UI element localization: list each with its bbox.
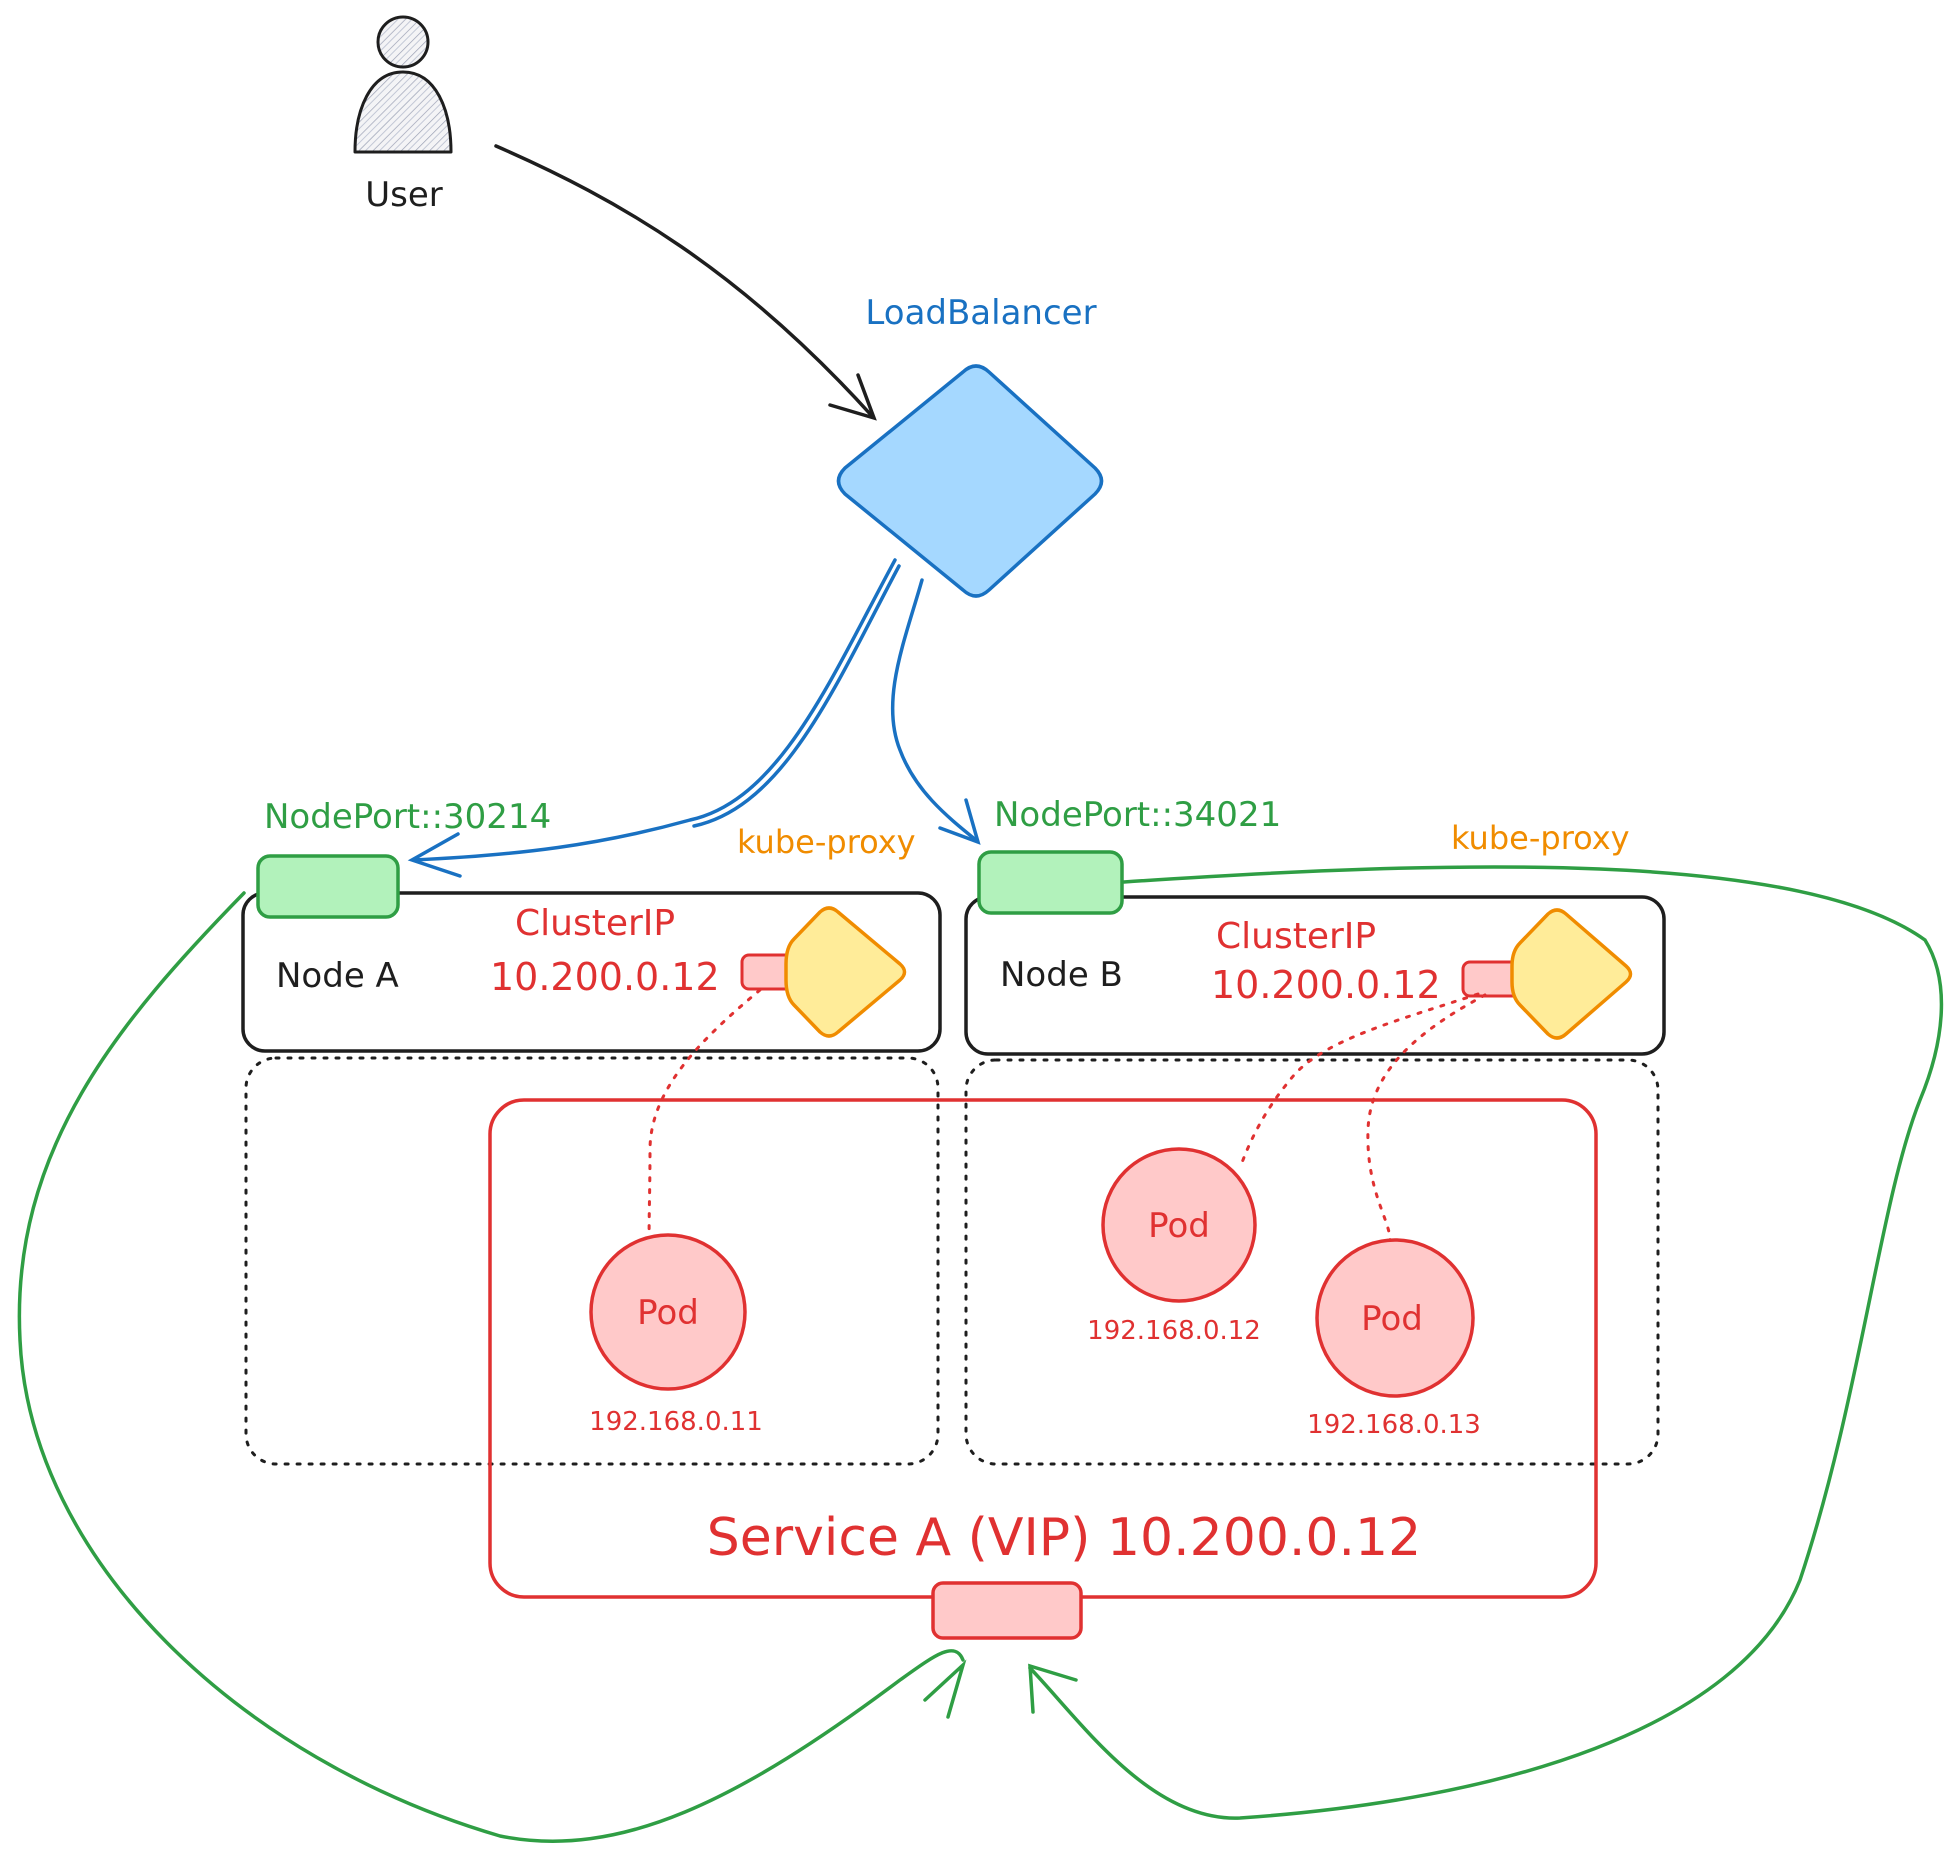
node-a-label: Node A — [276, 956, 399, 996]
user-to-loadbalancer-arrow — [494, 144, 877, 421]
loadbalancer-label: LoadBalancer — [865, 293, 1096, 333]
nodeport-b-to-service-arrow — [1028, 865, 1944, 1820]
service-a-port — [931, 1581, 1083, 1640]
loadbalancer-to-nodeport-a-arrow — [407, 558, 901, 878]
pod-3-label: Pod — [1361, 1299, 1423, 1339]
node-b-box — [964, 895, 1666, 1056]
node-a-nodeport-label: NodePort::30214 — [264, 797, 551, 837]
node-a-kube-proxy-label: kube-proxy — [737, 823, 916, 861]
node-b-kube-proxy-diamond — [1510, 908, 1633, 1040]
node-b-pod-area — [964, 1058, 1660, 1466]
pod-3: Pod 192.168.0.13 — [1307, 1238, 1481, 1440]
pod-1: Pod 192.168.0.11 — [589, 1233, 763, 1437]
node-b-clusterip-value: 10.200.0.12 — [1211, 963, 1441, 1007]
pod-1-ip: 192.168.0.11 — [589, 1407, 763, 1437]
nodeport-a-to-service-arrow — [17, 891, 967, 1843]
node-a-clusterip-value: 10.200.0.12 — [490, 955, 720, 999]
user-icon — [353, 15, 453, 154]
node-a-box — [241, 891, 942, 1053]
node-b-nodeport-label: NodePort::34021 — [994, 795, 1281, 835]
clusterip-to-pod-links — [647, 988, 1487, 1249]
pod-2: Pod 192.168.0.12 — [1087, 1147, 1261, 1346]
node-b-clusterip-label: ClusterIP — [1216, 916, 1376, 957]
user-label: User — [365, 175, 443, 215]
node-b-kube-proxy-label: kube-proxy — [1451, 819, 1630, 857]
node-a-clusterip-label: ClusterIP — [515, 903, 675, 944]
node-a-nodeport — [256, 854, 400, 919]
pod-1-label: Pod — [637, 1293, 699, 1333]
pod-2-label: Pod — [1148, 1206, 1210, 1246]
node-b-label: Node B — [1000, 955, 1123, 995]
node-a-pod-area — [244, 1056, 940, 1466]
node-b-nodeport — [977, 850, 1124, 915]
service-a-label: Service A (VIP) 10.200.0.12 — [707, 1508, 1421, 1568]
loadbalancer-diamond — [836, 364, 1104, 598]
loadbalancer-to-nodeport-b-arrow — [890, 578, 981, 845]
node-a-kube-proxy-diamond — [784, 906, 907, 1038]
pod-3-ip: 192.168.0.13 — [1307, 1410, 1481, 1440]
pod-2-ip: 192.168.0.12 — [1087, 1316, 1261, 1346]
